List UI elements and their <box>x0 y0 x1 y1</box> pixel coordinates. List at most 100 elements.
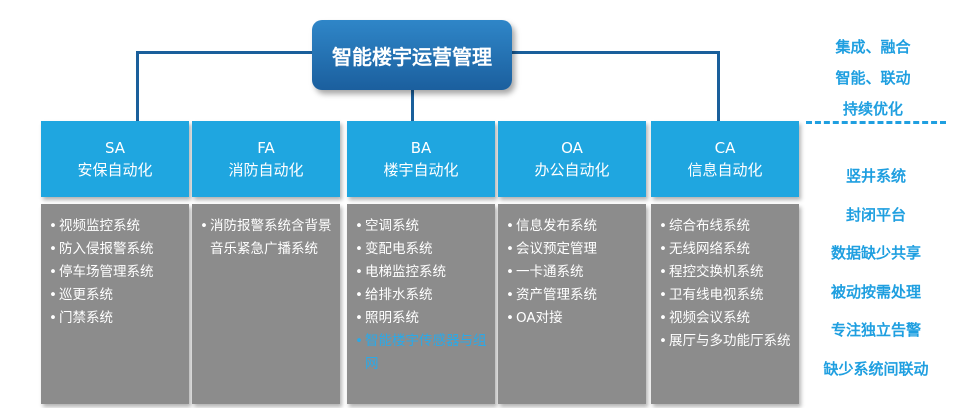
list-item: •空调系统 <box>355 215 489 238</box>
list-item-text: 一卡通系统 <box>516 264 584 280</box>
list-item-text: 综合布线系统 <box>669 218 750 234</box>
right-top-item: 持续优化 <box>842 100 903 118</box>
list-item: •防入侵报警系统 <box>49 238 183 261</box>
bullet-icon: • <box>659 310 667 326</box>
right-issue-item: 专注独立告警 <box>830 321 921 339</box>
list-item: •视频会议系统 <box>659 307 793 330</box>
bullet-icon: • <box>355 218 363 234</box>
bullet-icon: • <box>49 218 57 234</box>
bullet-icon: • <box>49 287 57 303</box>
list-item-text: OA对接 <box>516 310 563 326</box>
column-body-fa: •消防报警系统含背景音乐紧急广播系统 <box>192 204 340 404</box>
right-issue-item: 封闭平台 <box>845 205 906 224</box>
list-item-text: 资产管理系统 <box>516 287 597 303</box>
list-item-text: 程控交换机系统 <box>669 264 764 280</box>
list-item-text: 空调系统 <box>365 218 419 234</box>
list-item-text: 消防报警系统含背景音乐紧急广播系统 <box>210 218 332 257</box>
column-name: 楼宇自动化 <box>383 161 459 179</box>
list-item-text: 智能楼宇传感器与组网 <box>365 333 487 372</box>
list-item: •会议预定管理 <box>506 238 640 261</box>
right-top-item: 智能、联动 <box>835 69 911 87</box>
list-item: •视频监控系统 <box>49 215 183 238</box>
bullet-icon: • <box>355 287 363 303</box>
bullet-icon: • <box>200 218 208 234</box>
bullet-icon: • <box>506 287 514 303</box>
bullet-icon: • <box>49 241 57 257</box>
column-body-ca: •综合布线系统•无线网络系统•程控交换机系统•卫有线电视系统•视频会议系统•展厅… <box>651 204 799 404</box>
dashed-divider <box>806 121 946 124</box>
list-item: •停车场管理系统 <box>49 261 183 284</box>
list-item: •变配电系统 <box>355 238 489 261</box>
list-item: •给排水系统 <box>355 284 489 307</box>
list-item-text: 展厅与多功能厅系统 <box>669 333 791 349</box>
column-code: OA <box>561 139 583 157</box>
bullet-icon: • <box>506 264 514 280</box>
bullet-icon: • <box>506 241 514 257</box>
connector-top-left <box>137 51 313 54</box>
bullet-icon: • <box>659 241 667 257</box>
bullet-icon: • <box>49 310 57 326</box>
right-issue-item: 缺少系统间联动 <box>823 359 929 378</box>
column-header-ba: BA 楼宇自动化 <box>347 121 495 197</box>
column-body-oa: • 信息发布系统•会议预定管理•一卡通系统•资产管理系统•OA对接 <box>498 204 646 404</box>
column-code: SA <box>104 139 126 157</box>
list-item-text: 停车场管理系统 <box>59 264 154 280</box>
column-code: FA <box>257 139 275 157</box>
bullet-icon: • <box>355 333 363 349</box>
column-code: BA <box>410 139 432 157</box>
list-item: •一卡通系统 <box>506 261 640 284</box>
bullet-icon: • <box>49 264 57 280</box>
list-item-text: 照明系统 <box>365 310 419 326</box>
column-body-sa: •视频监控系统•防入侵报警系统•停车场管理系统•巡更系统•门禁系统 <box>41 204 189 404</box>
bullet-icon: • <box>355 264 363 280</box>
list-item: •巡更系统 <box>49 284 183 307</box>
list-item: •OA对接 <box>506 307 640 330</box>
title-text: 智能楼宇运营管理 <box>332 44 492 69</box>
title-box: 智能楼宇运营管理 <box>312 20 512 90</box>
bullet-icon: • <box>659 218 667 234</box>
list-item-text: 视频监控系统 <box>59 218 140 234</box>
list-item: • 信息发布系统 <box>506 215 640 238</box>
list-item: •照明系统 <box>355 307 489 330</box>
bullet-icon: • <box>506 310 514 326</box>
bullet-icon: • <box>659 264 667 280</box>
right-top-item: 集成、融合 <box>835 38 911 56</box>
list-item: •卫有线电视系统 <box>659 284 793 307</box>
column-name: 消防自动化 <box>228 161 304 179</box>
connector-top-right <box>512 51 719 54</box>
bullet-icon: • <box>506 218 514 234</box>
list-item-text: 门禁系统 <box>59 310 113 326</box>
connector-right-drop <box>717 51 720 121</box>
list-item-text: 防入侵报警系统 <box>59 241 154 257</box>
list-item-text: 巡更系统 <box>59 287 113 303</box>
bullet-icon: • <box>355 310 363 326</box>
list-item: •程控交换机系统 <box>659 261 793 284</box>
list-item: •电梯监控系统 <box>355 261 489 284</box>
bullet-icon: • <box>659 287 667 303</box>
list-item-text: 电梯监控系统 <box>365 264 446 280</box>
column-name: 办公自动化 <box>534 161 610 179</box>
connector-left-drop <box>136 51 139 121</box>
list-item-text: 变配电系统 <box>365 241 433 257</box>
column-header-oa: OA 办公自动化 <box>498 121 646 197</box>
right-top-list: 集成、融合 智能、联动 持续优化 <box>808 32 938 125</box>
list-item-text: 无线网络系统 <box>669 241 750 257</box>
list-item-text: 会议预定管理 <box>516 241 597 257</box>
list-item: •消防报警系统含背景音乐紧急广播系统 <box>200 215 334 261</box>
list-item-text: 信息发布系统 <box>516 218 597 234</box>
column-header-fa: FA 消防自动化 <box>192 121 340 197</box>
list-item-text: 给排水系统 <box>365 287 433 303</box>
list-item-text: 视频会议系统 <box>669 310 750 326</box>
right-issue-list: 竖井系统 封闭平台 数据缺少共享 被动按需处理 专注独立告警 缺少系统间联动 <box>806 157 946 388</box>
column-header-sa: SA 安保自动化 <box>41 121 189 197</box>
list-item: •无线网络系统 <box>659 238 793 261</box>
right-issue-item: 数据缺少共享 <box>830 244 921 262</box>
column-code: CA <box>714 139 736 157</box>
list-item: •智能楼宇传感器与组网 <box>355 330 489 376</box>
column-name: 安保自动化 <box>77 161 153 179</box>
right-issue-item: 被动按需处理 <box>830 282 921 301</box>
list-item-text: 卫有线电视系统 <box>669 287 764 303</box>
list-item: •资产管理系统 <box>506 284 640 307</box>
right-issue-item: 竖井系统 <box>845 167 906 185</box>
